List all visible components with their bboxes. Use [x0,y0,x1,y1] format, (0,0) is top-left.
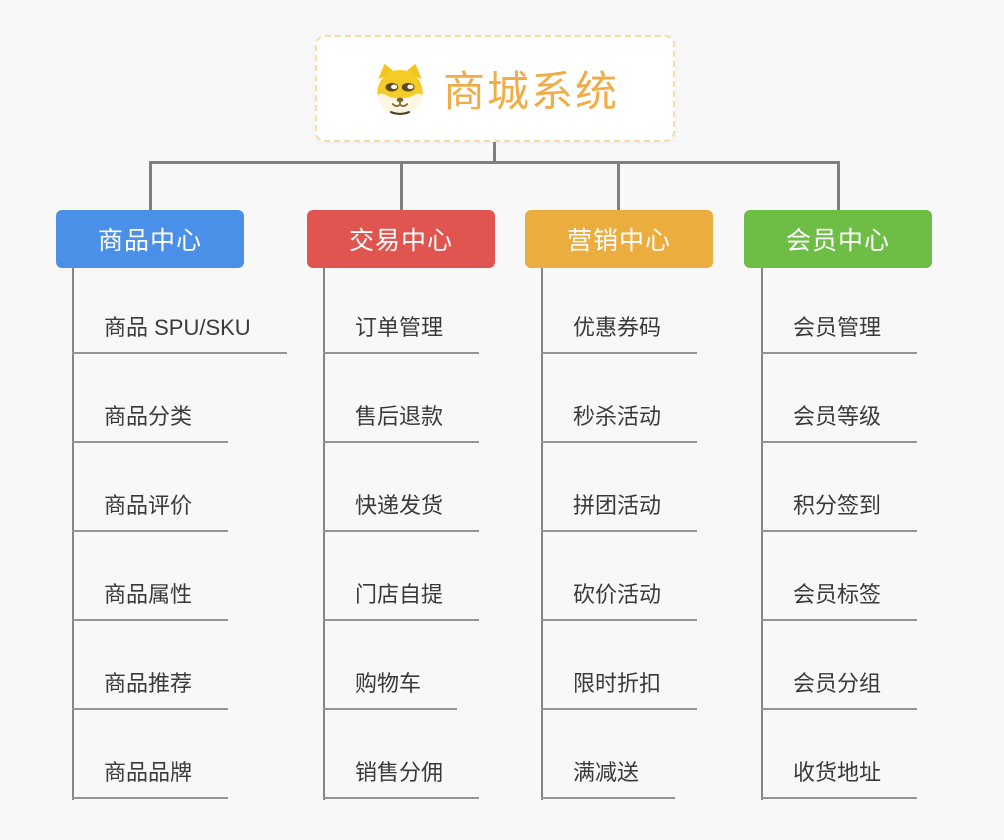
branch-node-member-center[interactable]: 会员中心 [744,210,932,268]
branch-column-trade-center: 订单管理 售后退款 快递发货 门店自提 购物车 销售分佣 [323,268,553,800]
leaf-node[interactable]: 售后退款 [323,402,480,443]
branch-column-product-center: 商品 SPU/SKU 商品分类 商品评价 商品属性 商品推荐 商品品牌 [72,268,302,800]
branch-node-marketing-center[interactable]: 营销中心 [525,210,713,268]
leaf-node[interactable]: 购物车 [323,669,458,710]
connector-drop-marketing [617,161,620,210]
branch-label: 会员中心 [785,227,890,255]
leaf-node[interactable]: 会员分组 [761,669,918,710]
leaf-node[interactable]: 商品 SPU/SKU [72,313,287,354]
branch-column-member-center: 会员管理 会员等级 积分签到 会员标签 会员分组 收货地址 [761,268,991,800]
leaf-node[interactable]: 拼团活动 [541,491,698,532]
leaf-node[interactable]: 会员标签 [761,580,918,621]
leaf-node[interactable]: 商品属性 [72,580,229,621]
leaf-node[interactable]: 砍价活动 [541,580,698,621]
leaf-node[interactable]: 收货地址 [761,758,918,799]
connector-drop-products [149,161,152,210]
branch-label: 营销中心 [566,227,671,255]
root-title: 商城系统 [442,68,619,115]
branch-label: 商品中心 [97,227,202,255]
leaf-node[interactable]: 优惠券码 [541,313,698,354]
branch-column-marketing-center: 优惠券码 秒杀活动 拼团活动 砍价活动 限时折扣 满减送 [541,268,771,800]
root-node-mall-system[interactable]: 商城系统 [315,35,675,142]
leaf-node[interactable]: 商品推荐 [72,669,229,710]
leaf-node[interactable]: 限时折扣 [541,669,698,710]
leaf-node[interactable]: 满减送 [541,758,676,799]
leaf-node[interactable]: 商品评价 [72,491,229,532]
connector-drop-trade [400,161,403,210]
branch-node-product-center[interactable]: 商品中心 [56,210,244,268]
leaf-node[interactable]: 秒杀活动 [541,402,698,443]
leaf-node[interactable]: 订单管理 [323,313,480,354]
leaf-node[interactable]: 商品分类 [72,402,229,443]
leaf-node[interactable]: 积分签到 [761,491,918,532]
leaf-node[interactable]: 销售分佣 [323,758,480,799]
connector-drop-members [837,161,840,210]
leaf-node[interactable]: 快递发货 [323,491,480,532]
connector-trunk [323,268,325,800]
branch-node-trade-center[interactable]: 交易中心 [307,210,495,268]
connector-horizontal [149,161,840,164]
branch-label: 交易中心 [348,227,453,255]
connector-trunk [761,268,763,800]
connector-root-stem [493,142,496,163]
leaf-node[interactable]: 门店自提 [323,580,480,621]
leaf-node[interactable]: 会员管理 [761,313,918,354]
connector-trunk [72,268,74,800]
connector-trunk [541,268,543,800]
dog-face-icon [377,63,423,115]
leaf-node[interactable]: 商品品牌 [72,758,229,799]
leaf-node[interactable]: 会员等级 [761,402,918,443]
